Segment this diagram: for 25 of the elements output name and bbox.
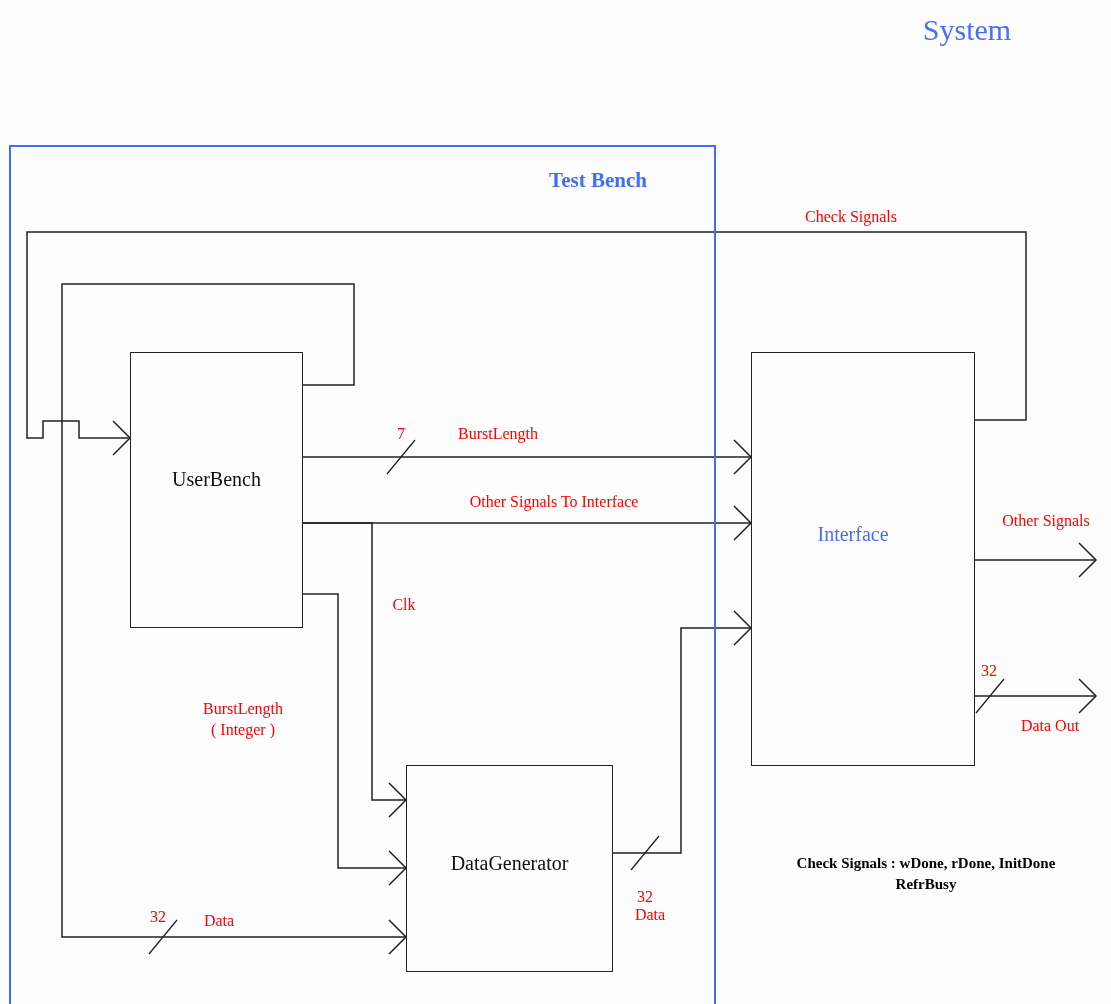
signal-arrow <box>974 542 1097 578</box>
block-box <box>405 764 613 972</box>
block-box <box>751 352 975 766</box>
edge-label: Check Signals <box>803 208 899 226</box>
block-box <box>129 351 303 628</box>
signal-arrow <box>302 439 752 475</box>
bus-width-label: 7 <box>396 425 406 443</box>
signal-arrow <box>61 283 407 955</box>
signal-arrow <box>974 678 1097 714</box>
signal-arrow <box>612 610 752 854</box>
note-text: Check Signals : wDone, rDone, InitDone RefrBusy <box>795 854 1057 894</box>
edge-label: Other Signals To Interface <box>467 493 641 511</box>
bus-width-label: 32 <box>636 888 654 906</box>
block-label: Test Bench <box>549 167 647 193</box>
diagram-title: System <box>922 13 1012 47</box>
block-label: DataGenerator <box>450 851 569 874</box>
signal-arrow <box>302 522 407 818</box>
signal-arrow <box>302 593 407 886</box>
block-label: UserBench <box>172 467 261 490</box>
block-label: Interface <box>817 522 889 546</box>
edge-label: BurstLength <box>456 425 540 443</box>
bus-width-label: 32 <box>149 908 167 926</box>
signal-arrow <box>26 231 1027 456</box>
bus-width-label: 32 <box>980 662 998 680</box>
edge-label: Other Signals <box>1000 512 1092 530</box>
